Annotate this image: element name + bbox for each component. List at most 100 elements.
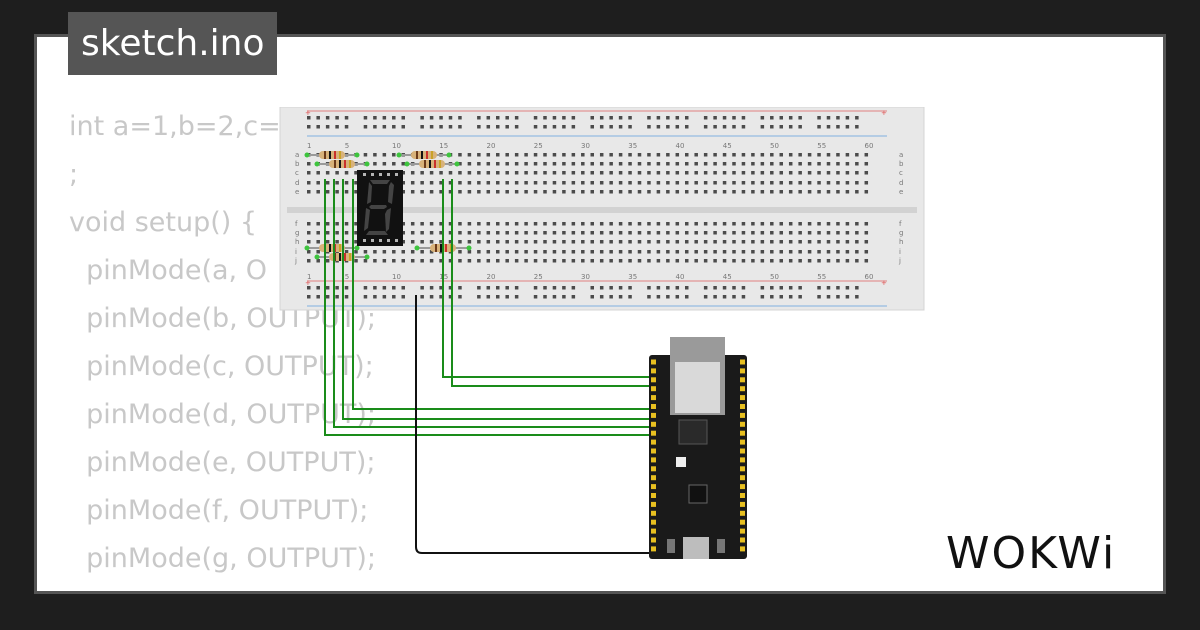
breadboard-hole	[307, 116, 311, 120]
breadboard-hole	[420, 171, 424, 175]
esp32-pin[interactable]	[740, 475, 745, 481]
wokwi-logo-text: WOKWi	[946, 528, 1116, 576]
esp32-pin[interactable]	[740, 395, 745, 401]
breadboard-hole	[609, 162, 613, 166]
breadboard-hole	[477, 240, 481, 244]
breadboard-hole	[325, 295, 330, 299]
breadboard-hole	[486, 181, 491, 185]
breadboard-hole	[505, 116, 509, 120]
esp32-pin[interactable]	[651, 537, 656, 543]
esp32-pin[interactable]	[740, 359, 745, 365]
breadboard-hole	[722, 295, 727, 299]
esp32-pin[interactable]	[740, 368, 745, 374]
esp32-pin[interactable]	[651, 421, 656, 427]
breadboard-hole	[533, 125, 538, 129]
breadboard-hole	[316, 231, 320, 235]
esp32-pin[interactable]	[740, 448, 745, 454]
code-editor[interactable]: int a=1,b=2,c=;void setup() { pinMode(a,…	[69, 103, 376, 583]
esp32-pin[interactable]	[740, 519, 745, 525]
breadboard-hole	[855, 181, 859, 185]
breadboard-hole	[524, 240, 528, 244]
esp32-pin[interactable]	[740, 537, 745, 543]
breadboard-hole	[713, 259, 717, 263]
breadboard-hole	[788, 125, 793, 129]
breadboard-hole	[656, 295, 661, 299]
esp32-pin[interactable]	[740, 528, 745, 534]
esp32-pin[interactable]	[651, 457, 656, 463]
esp32-pin[interactable]	[651, 412, 656, 418]
breadboard-hole	[609, 295, 613, 299]
esp32-pin[interactable]	[651, 501, 656, 507]
breadboard-hole	[524, 259, 528, 263]
esp32-pin[interactable]	[651, 484, 656, 490]
esp32-pin[interactable]	[651, 404, 656, 409]
esp32-pin[interactable]	[740, 412, 745, 418]
esp32-pin[interactable]	[651, 395, 656, 401]
esp32-pin[interactable]	[651, 528, 656, 534]
breadboard-hole	[590, 153, 594, 157]
esp32-pin[interactable]	[740, 493, 745, 498]
breadboard-hole	[316, 116, 320, 120]
breadboard-hole	[694, 171, 698, 175]
breadboard-hole	[344, 125, 349, 129]
breadboard-hole	[647, 153, 651, 157]
resistor-body	[319, 244, 345, 252]
resistor-band	[339, 253, 341, 261]
breadboard-hole	[514, 240, 519, 244]
reset-button[interactable]	[717, 539, 725, 553]
esp32-pin[interactable]	[740, 484, 745, 490]
esp32-pin[interactable]	[651, 493, 656, 498]
resistor-band	[349, 160, 351, 168]
breadboard-hole	[826, 153, 831, 157]
esp32-pin[interactable]	[651, 359, 656, 365]
breadboard-hole	[675, 153, 680, 157]
breadboard-hole	[344, 231, 349, 235]
breadboard-hole	[713, 231, 717, 235]
esp32-pin[interactable]	[651, 386, 656, 392]
esp32-pin[interactable]	[651, 466, 656, 472]
breadboard-hole	[401, 181, 405, 185]
esp32-pin[interactable]	[740, 501, 745, 507]
breadboard-hole	[798, 295, 802, 299]
esp32-board	[649, 337, 747, 559]
esp32-pin[interactable]	[740, 386, 745, 392]
breadboard-hole	[307, 125, 311, 129]
esp32-pin[interactable]	[651, 368, 656, 374]
esp32-pin[interactable]	[740, 546, 745, 552]
esp32-pin[interactable]	[740, 404, 745, 409]
breadboard-hole	[798, 259, 802, 263]
breadboard-hole	[703, 125, 708, 129]
breadboard-hole	[817, 125, 821, 129]
breadboard-column-label: 45	[723, 273, 732, 281]
resistor-pin	[446, 152, 452, 158]
breadboard-hole	[732, 162, 736, 166]
breadboard-hole	[675, 286, 680, 290]
breadboard-hole	[477, 250, 481, 254]
breadboard-hole	[420, 125, 424, 129]
breadboard-hole	[779, 162, 783, 166]
esp32-pin[interactable]	[740, 377, 745, 383]
esp32-pin[interactable]	[740, 457, 745, 463]
esp32-pin[interactable]	[740, 510, 745, 516]
breadboard-hole	[392, 116, 396, 120]
breadboard-hole	[694, 250, 698, 254]
file-tab[interactable]: sketch.ino	[68, 12, 278, 75]
esp32-pin[interactable]	[740, 466, 745, 472]
esp32-pin[interactable]	[651, 377, 656, 383]
esp32-pin[interactable]	[651, 448, 656, 454]
esp32-pin[interactable]	[740, 430, 745, 436]
esp32-pin[interactable]	[740, 439, 745, 445]
esp32-pin[interactable]	[651, 439, 656, 445]
esp32-pin[interactable]	[651, 475, 656, 481]
breadboard-hole	[552, 153, 557, 157]
esp32-pin[interactable]	[651, 430, 656, 436]
esp32-pin[interactable]	[740, 421, 745, 427]
boot-button[interactable]	[667, 539, 675, 553]
breadboard-hole	[392, 286, 396, 290]
breadboard-hole	[666, 190, 670, 194]
esp32-pin[interactable]	[651, 519, 656, 525]
esp32-pin[interactable]	[651, 510, 656, 516]
esp32-pin[interactable]	[651, 546, 656, 552]
breadboard-hole	[732, 259, 736, 263]
breadboard-hole	[722, 286, 727, 290]
